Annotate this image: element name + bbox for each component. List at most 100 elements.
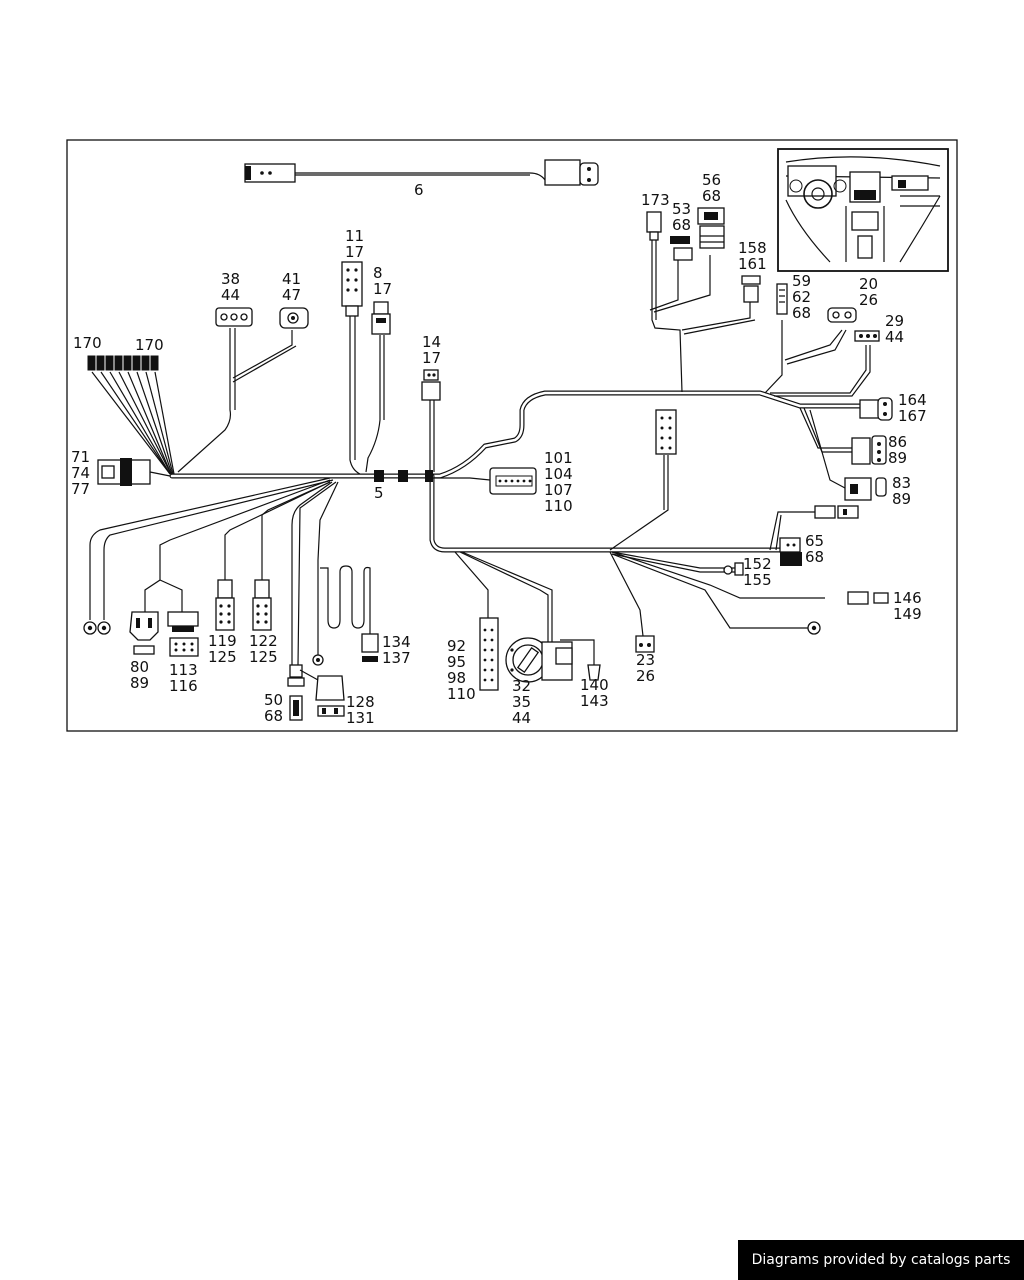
part-20-connector (827, 307, 857, 323)
callout-17-a: 17 (345, 243, 364, 261)
part-11-connector (341, 261, 363, 317)
callout-95: 95 (447, 653, 466, 671)
callout-125-b: 125 (249, 648, 278, 666)
part-38-connector (215, 307, 253, 327)
callout-131: 131 (346, 709, 375, 727)
callout-68-b: 68 (805, 548, 824, 566)
part-32-ignition-switch (505, 637, 573, 683)
callout-labels: 6 5 11 17 8 17 14 17 38 44 41 47 170 170… (71, 171, 927, 727)
part-50-connector (287, 664, 305, 721)
callout-143: 143 (580, 692, 609, 710)
callout-41: 41 (282, 270, 301, 288)
part-41-connector (279, 307, 309, 329)
callout-89-b: 89 (888, 449, 907, 467)
diagram-frame (66, 139, 958, 732)
callout-26-a: 26 (636, 667, 655, 685)
part-173-connector (646, 211, 662, 241)
part-134-connector (312, 633, 379, 666)
part-164-connector (859, 397, 893, 421)
callout-68-c: 68 (672, 216, 691, 234)
part-158-connector (741, 275, 761, 303)
callout-167: 167 (898, 407, 927, 425)
part-6-cable (244, 159, 599, 186)
callout-122: 122 (249, 632, 278, 650)
callout-44-b: 44 (512, 709, 531, 727)
callout-119: 119 (208, 632, 237, 650)
part-56-switch (697, 207, 725, 249)
callout-26-b: 26 (859, 291, 878, 309)
callout-128: 128 (346, 693, 375, 711)
callout-134: 134 (382, 633, 411, 651)
callout-65: 65 (805, 532, 824, 550)
callout-23: 23 (636, 651, 655, 669)
callout-50: 50 (264, 691, 283, 709)
callout-32: 32 (512, 677, 531, 695)
callout-164: 164 (898, 391, 927, 409)
part-170-terminals (87, 355, 159, 371)
callout-155: 155 (743, 571, 772, 589)
callout-158: 158 (738, 239, 767, 257)
callout-8: 8 (373, 264, 383, 282)
callout-92: 92 (447, 637, 466, 655)
main-harness (169, 390, 863, 553)
part-119-connector (215, 579, 235, 631)
part-83-connector (844, 477, 887, 501)
callout-11: 11 (345, 227, 364, 245)
callout-20: 20 (859, 275, 878, 293)
callout-113: 113 (169, 661, 198, 679)
callout-104: 104 (544, 465, 573, 483)
part-71-connector (97, 458, 151, 486)
callout-110-b: 110 (544, 497, 573, 515)
callout-68-d: 68 (702, 187, 721, 205)
callout-38: 38 (221, 270, 240, 288)
callout-80: 80 (130, 658, 149, 676)
callout-83: 83 (892, 474, 911, 492)
callout-170-b: 170 (135, 336, 164, 354)
part-14-connector (421, 369, 441, 401)
center-relay-connector (655, 409, 677, 455)
callout-89-c: 89 (892, 490, 911, 508)
callout-146: 146 (893, 589, 922, 607)
part-101-connector (489, 467, 537, 495)
part-86-connector (851, 435, 887, 465)
callout-86: 86 (888, 433, 907, 451)
part-23-connector (635, 635, 655, 653)
branch-wires (89, 240, 871, 666)
part-59-switch (776, 283, 788, 315)
callout-152: 152 (743, 555, 772, 573)
callout-107: 107 (544, 481, 573, 499)
callout-170-a: 170 (73, 334, 102, 352)
callout-53: 53 (672, 200, 691, 218)
callout-17-c: 17 (422, 349, 441, 367)
callout-6: 6 (414, 181, 424, 199)
callout-74: 74 (71, 464, 90, 482)
part-80-connector (129, 611, 159, 655)
callout-44-c: 44 (885, 328, 904, 346)
part-29-connector (854, 330, 880, 342)
callout-137: 137 (382, 649, 411, 667)
footer-credit-text: Diagrams provided by catalogs parts (751, 1252, 1011, 1268)
callout-125-a: 125 (208, 648, 237, 666)
callout-35: 35 (512, 693, 531, 711)
callout-59: 59 (792, 272, 811, 290)
callout-68-a: 68 (264, 707, 283, 725)
callout-68-e: 68 (792, 304, 811, 322)
callout-116: 116 (169, 677, 198, 695)
part-128-connector (299, 669, 345, 717)
part-8-connector (371, 301, 391, 335)
part-146-connector (807, 591, 889, 635)
callout-17-b: 17 (373, 280, 392, 298)
callout-47: 47 (282, 286, 301, 304)
footer-credit-badge: Diagrams provided by catalogs parts (738, 1240, 1024, 1280)
part-122-connector (252, 579, 272, 631)
callout-101: 101 (544, 449, 573, 467)
callout-140: 140 (580, 676, 609, 694)
callout-77: 77 (71, 480, 90, 498)
callout-56: 56 (702, 171, 721, 189)
part-140-bulb (587, 664, 601, 681)
ground-ring-terminals (83, 621, 111, 635)
part-65-connector (779, 505, 859, 566)
callout-62: 62 (792, 288, 811, 306)
callout-44-a: 44 (221, 286, 240, 304)
